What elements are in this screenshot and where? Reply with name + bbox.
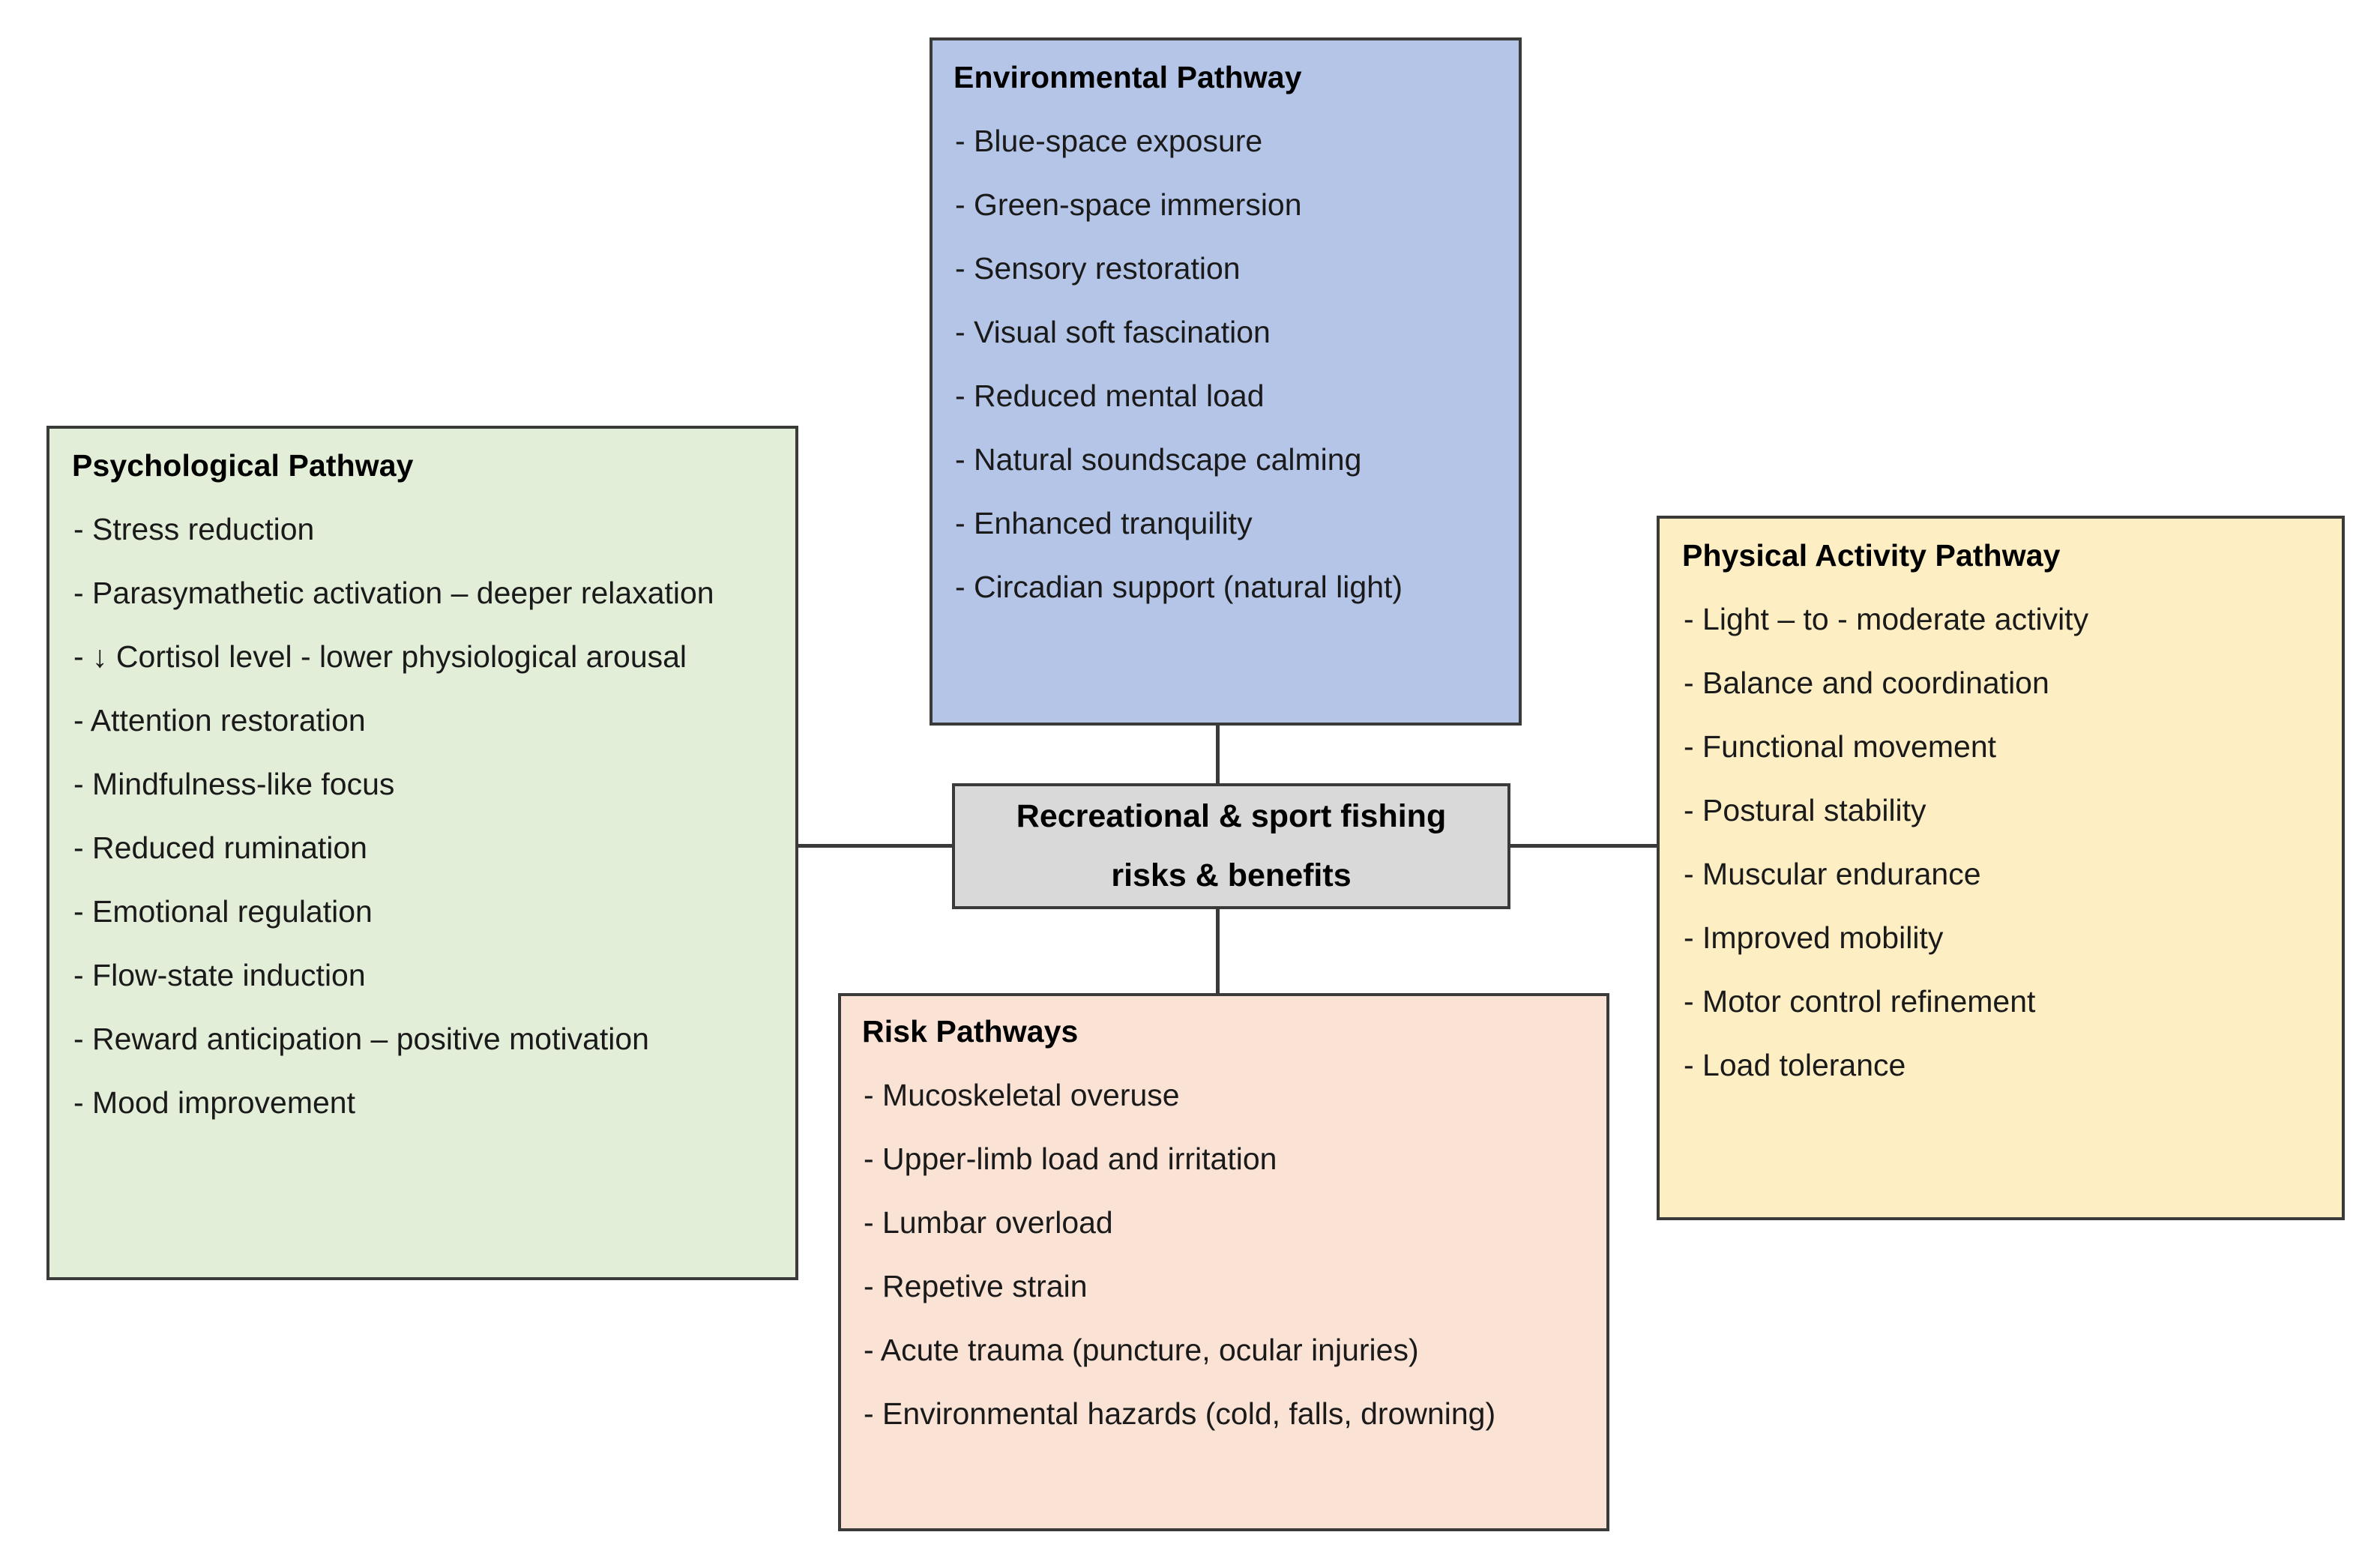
risk-item-2: - Upper-limb load and irritation (864, 1142, 1277, 1176)
psychological-pathway-box: Psychological Pathway - Stress reduction… (46, 426, 798, 1280)
physical-activity-pathway-box: Physical Activity Pathway - Light – to -… (1657, 516, 2345, 1220)
environmental-item-6: - Natural soundscape calming (955, 442, 1362, 477)
psychological-item-7: - Emotional regulation (73, 894, 373, 929)
environmental-item-4: - Visual soft fascination (955, 315, 1271, 349)
risk-pathways-box: Risk Pathways - Mucoskeletal overuse - U… (838, 993, 1609, 1531)
risk-item-5: - Acute trauma (puncture, ocular injurie… (864, 1333, 1419, 1367)
connector-center-to-physical (1507, 844, 1660, 848)
physical-item-8: - Load tolerance (1684, 1048, 1906, 1082)
environmental-item-1: - Blue-space exposure (955, 124, 1263, 158)
physical-item-2: - Balance and coordination (1684, 666, 2049, 700)
physical-item-6: - Improved mobility (1684, 920, 1944, 955)
psychological-item-1: - Stress reduction (73, 512, 315, 546)
risk-item-6: - Environmental hazards (cold, falls, dr… (864, 1396, 1496, 1431)
risk-pathways-title: Risk Pathways (862, 1014, 1079, 1049)
physical-item-7: - Motor control refinement (1684, 984, 2036, 1019)
psychological-item-9: - Reward anticipation – positive motivat… (73, 1022, 649, 1056)
risk-item-3: - Lumbar overload (864, 1205, 1113, 1240)
central-topic-line-2: risks & benefits (1111, 857, 1352, 893)
psychological-item-10: - Mood improvement (73, 1085, 355, 1120)
psychological-item-2: - Parasymathetic activation – deeper rel… (73, 576, 714, 610)
environmental-item-3: - Sensory restoration (955, 251, 1241, 286)
psychological-pathway-title: Psychological Pathway (72, 448, 414, 483)
environmental-item-7: - Enhanced tranquility (955, 506, 1253, 540)
environmental-item-2: - Green-space immersion (955, 187, 1302, 222)
central-topic-line-1: Recreational & sport fishing (1016, 797, 1447, 834)
environmental-item-8: - Circadian support (natural light) (955, 570, 1403, 604)
environmental-pathway-box: Environmental Pathway - Blue-space expos… (930, 37, 1522, 726)
psychological-item-5: - Mindfulness-like focus (73, 767, 395, 801)
central-topic-box: Recreational & sport fishing risks & ben… (952, 783, 1510, 909)
risk-item-1: - Mucoskeletal overuse (864, 1078, 1180, 1112)
environmental-pathway-title: Environmental Pathway (953, 60, 1302, 94)
physical-item-3: - Functional movement (1684, 729, 1997, 764)
risk-item-4: - Repetive strain (864, 1269, 1088, 1303)
environmental-item-5: - Reduced mental load (955, 379, 1265, 413)
connector-center-to-psychological (798, 844, 955, 848)
psychological-item-6: - Reduced rumination (73, 830, 367, 865)
psychological-item-3: - ↓ Cortisol level - lower physiological… (73, 639, 687, 674)
psychological-item-4: - Attention restoration (73, 703, 366, 738)
connector-center-to-environmental (1216, 723, 1220, 786)
physical-item-4: - Postural stability (1684, 793, 1926, 827)
physical-activity-pathway-title: Physical Activity Pathway (1682, 538, 2061, 573)
connector-center-to-risk (1216, 906, 1220, 996)
physical-item-1: - Light – to - moderate activity (1684, 602, 2089, 636)
physical-item-5: - Muscular endurance (1684, 857, 1981, 891)
psychological-item-8: - Flow-state induction (73, 958, 366, 992)
